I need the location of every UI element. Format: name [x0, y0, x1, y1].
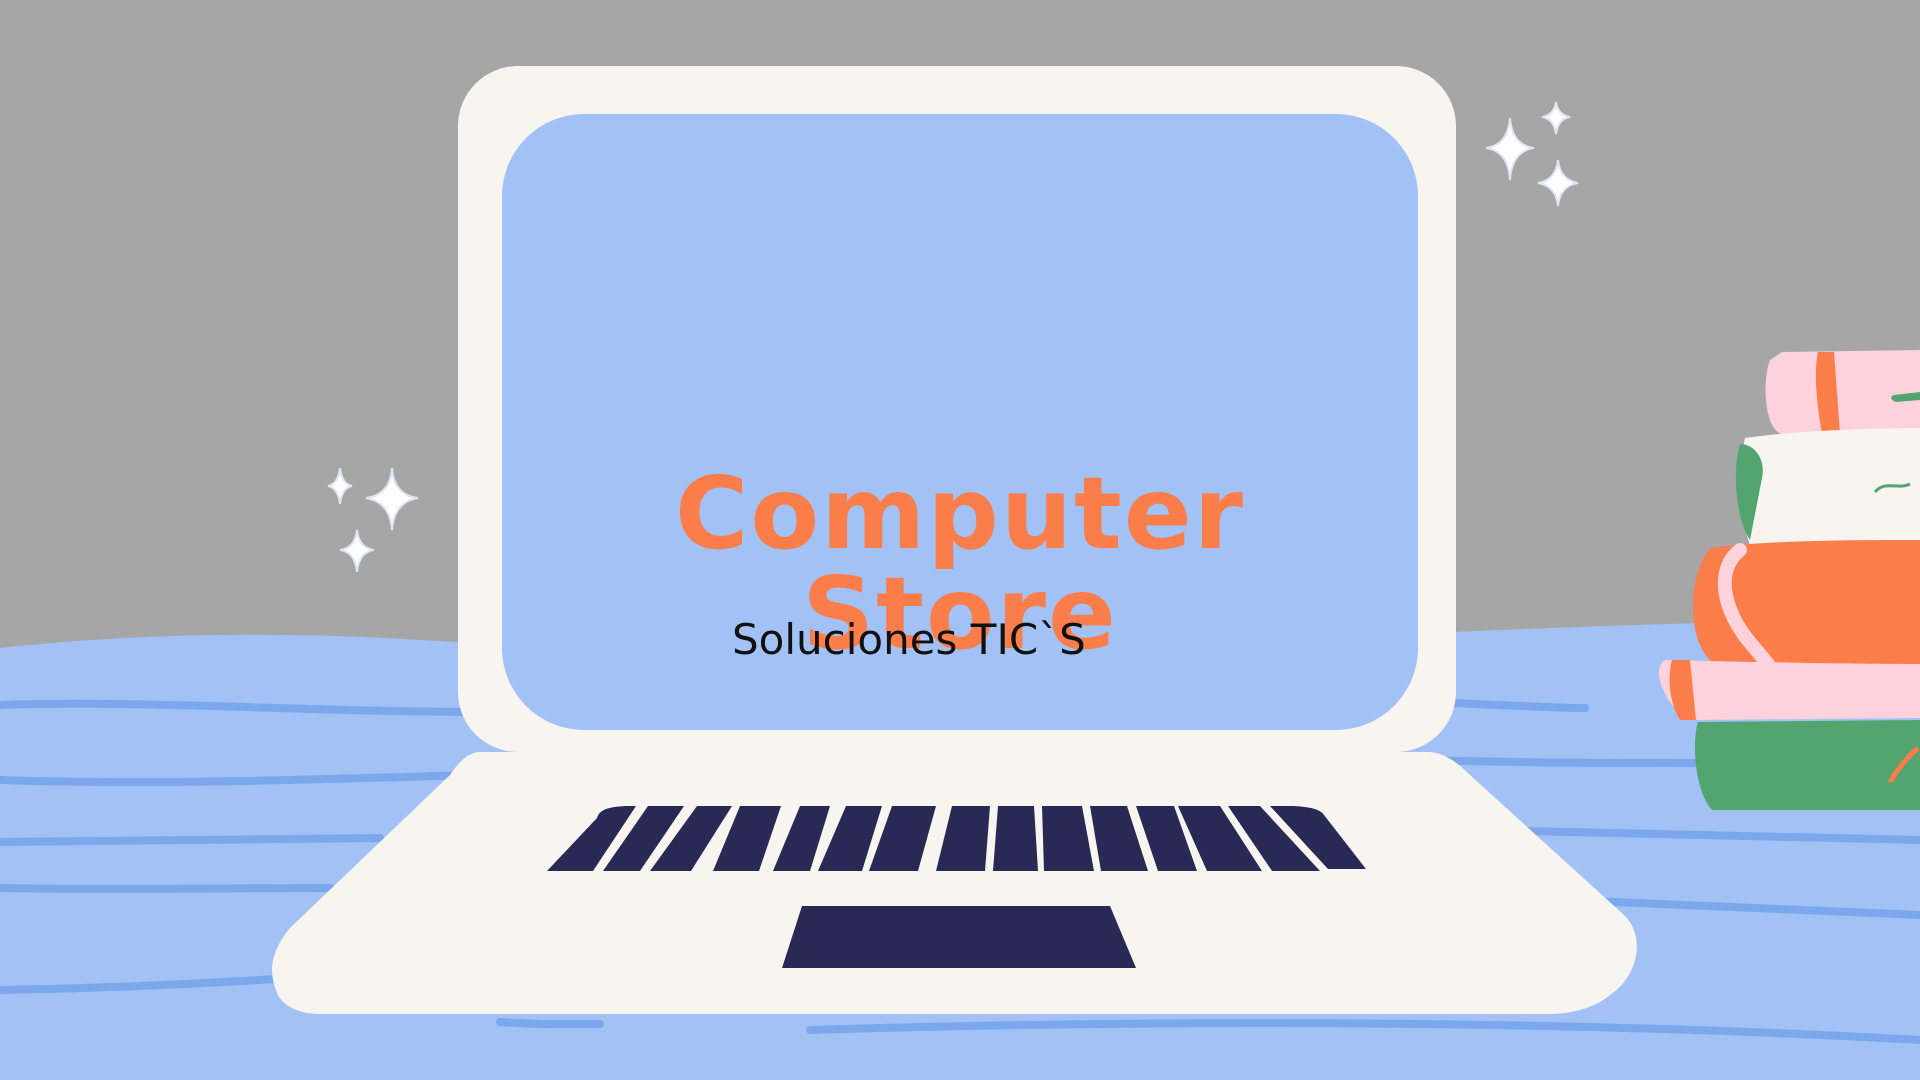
page-subtitle: Soluciones TIC`S	[732, 615, 1086, 664]
trackpad	[782, 906, 1136, 968]
sparkles-icon	[1485, 101, 1579, 207]
books-icon	[1658, 350, 1920, 810]
screen-content: Computer Store Soluciones TIC`S	[502, 114, 1418, 730]
laptop	[272, 66, 1637, 1014]
laptop-base	[272, 752, 1637, 1014]
keyboard	[547, 806, 1366, 871]
laptop-screen	[502, 114, 1418, 730]
page-title: Computer Store	[674, 455, 1245, 672]
table-stripes	[0, 698, 1920, 1044]
sparkles-icon	[327, 467, 419, 573]
